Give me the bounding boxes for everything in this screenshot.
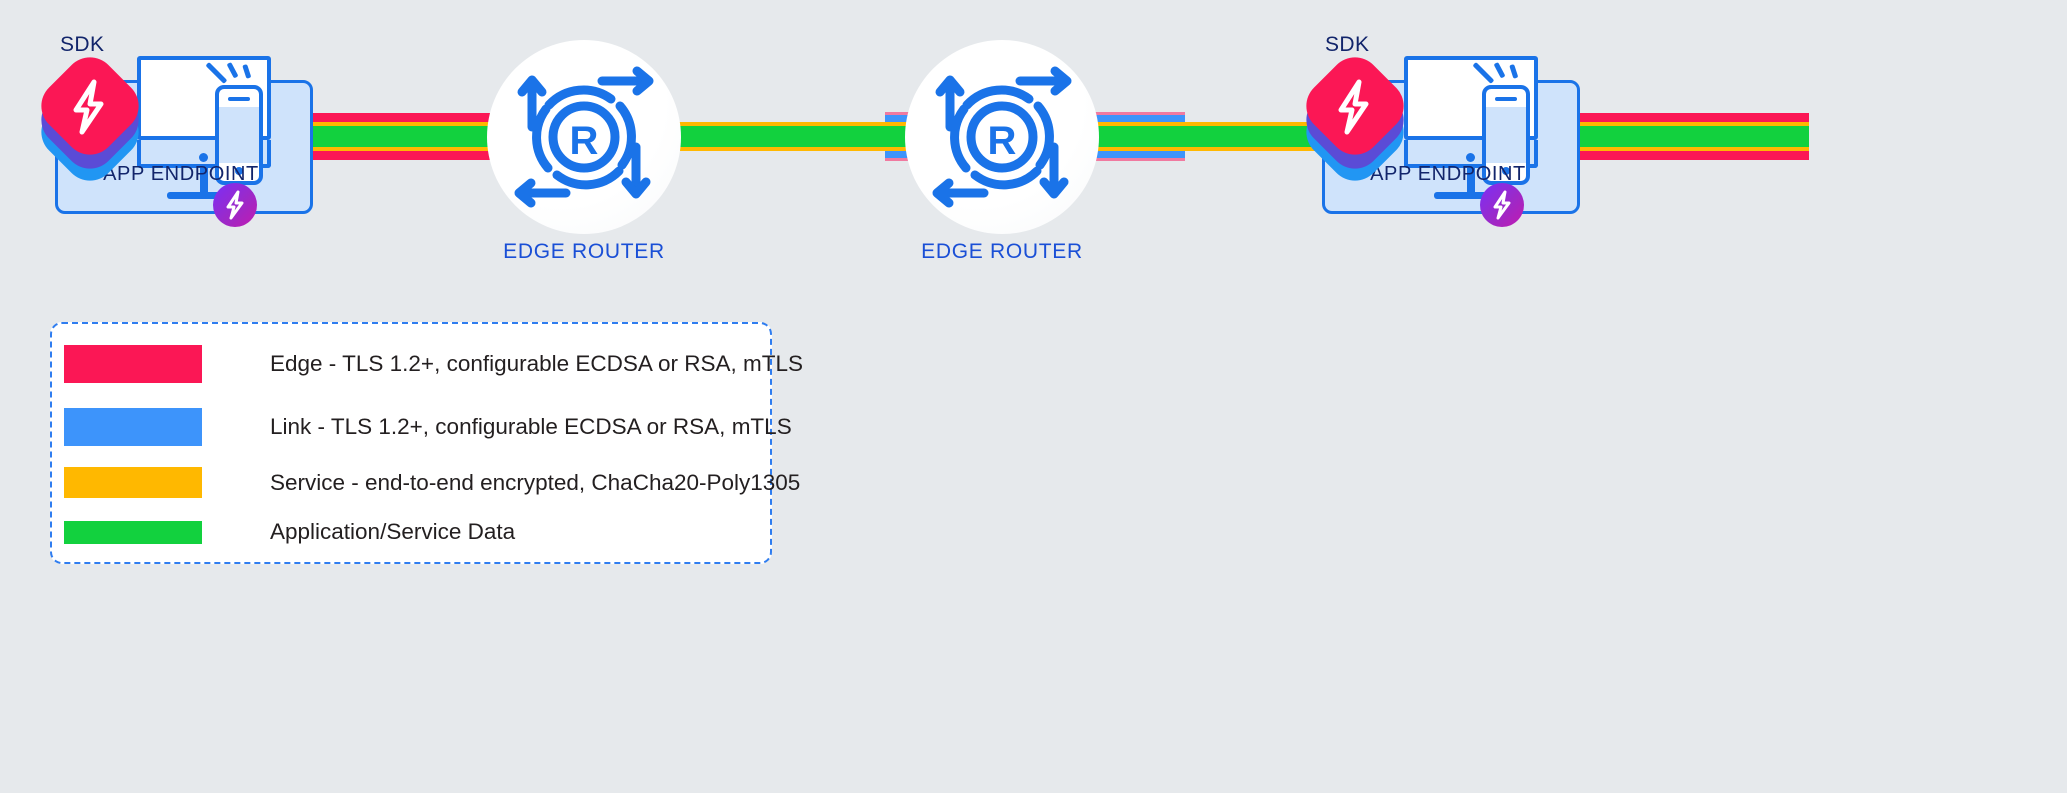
endpoint-left-label: APP ENDPOINT <box>103 163 259 185</box>
bolt-icon-right <box>1338 79 1369 135</box>
router-circular-arrows-icon-left: R <box>514 66 654 208</box>
router-glyph-left: R <box>570 119 599 163</box>
bolt-glyph-left <box>226 190 244 220</box>
router-right-label: EDGE ROUTER <box>921 240 1083 263</box>
legend-swatch-service <box>64 467 202 498</box>
legend-label-application-data: Application/Service Data <box>270 519 516 544</box>
router-circular-arrows-icon-right: R <box>932 66 1072 208</box>
router-right-circle[interactable] <box>905 40 1099 234</box>
legend-swatch-application-data <box>64 520 202 544</box>
phone-icon-right <box>1482 85 1530 185</box>
legend-item-service[interactable]: Service - end-to-end encrypted, ChaCha20… <box>64 467 800 498</box>
sdk-label-right: SDK <box>1325 33 1370 56</box>
phone-icon-left <box>215 85 263 185</box>
endpoint-right-label: APP ENDPOINT <box>1370 163 1526 185</box>
legend-label-service: Service - end-to-end encrypted, ChaCha20… <box>270 469 801 495</box>
bolt-badge-icon-right <box>1480 183 1524 227</box>
bolt-badge-icon-left <box>213 183 257 227</box>
legend-swatch-link <box>64 408 202 446</box>
legend-item-link[interactable]: Link - TLS 1.2+, configurable ECDSA or R… <box>64 408 792 446</box>
router-glyph-right: R <box>988 119 1017 163</box>
legend-label-edge: Edge - TLS 1.2+, configurable ECDSA or R… <box>270 351 803 376</box>
legend-item-edge[interactable]: Edge - TLS 1.2+, configurable ECDSA or R… <box>64 345 803 383</box>
legend-swatch-edge <box>64 345 202 383</box>
sdk-label-left: SDK <box>60 33 105 56</box>
stacked-layers-bolt-icon-right <box>1295 46 1415 192</box>
stacked-layers-bolt-icon-left <box>30 46 150 192</box>
legend-item-application-data[interactable]: Application/Service Data <box>64 519 515 545</box>
router-left-circle[interactable] <box>487 40 681 234</box>
bolt-icon-left <box>73 79 104 135</box>
router-left-label: EDGE ROUTER <box>503 240 665 263</box>
bolt-glyph-right <box>1493 190 1511 220</box>
legend-label-link: Link - TLS 1.2+, configurable ECDSA or R… <box>270 414 792 439</box>
